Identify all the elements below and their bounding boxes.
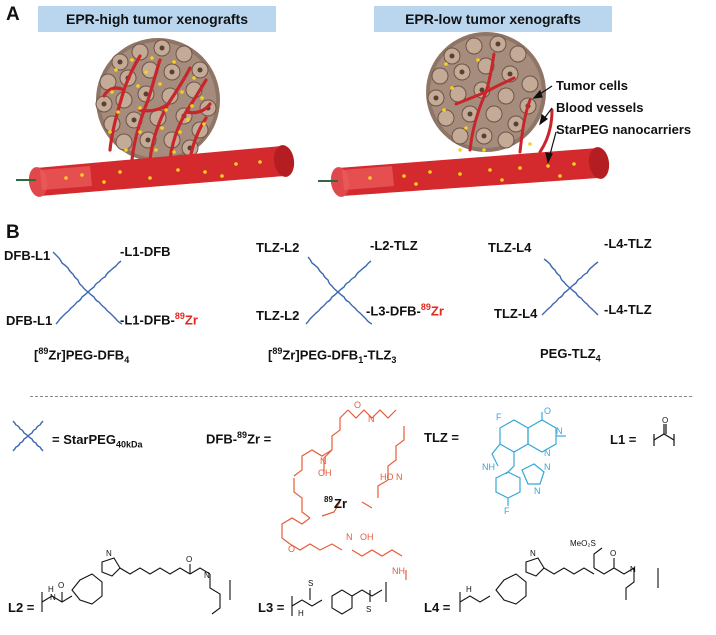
dfb-n-1: N [368, 414, 375, 424]
epr-low-main-vessel [318, 147, 610, 197]
tlz-n-3: N [544, 462, 551, 472]
divider [30, 396, 692, 397]
starpeg-icon [12, 420, 44, 452]
dfb-oh-2: OH [360, 532, 374, 542]
dfb-n-2: N [320, 456, 327, 466]
dfb-ho: HO [380, 472, 394, 482]
l2-o-1: O [58, 581, 64, 590]
star1-bottom-right: -L1-DFB-89Zr [120, 311, 198, 328]
star2-arms [305, 256, 373, 325]
star1-top-right: -L1-DFB [120, 244, 171, 259]
dfb-n-3: N [396, 472, 403, 482]
starpeg-definition: = StarPEG40kDa [52, 432, 143, 450]
legend-arrows [532, 85, 557, 164]
star1-arms [52, 251, 123, 325]
l4-o: O [610, 549, 616, 558]
star3-bottom-left: TLZ-L4 [494, 306, 538, 321]
legend-tumor-cells: Tumor cells [556, 78, 629, 93]
epr-low-title: EPR-low tumor xenografts [374, 6, 612, 32]
l3-s-1: S [308, 579, 313, 588]
tlz-n-1: N [556, 426, 563, 436]
panel-b-letter: B [6, 222, 20, 243]
star1-top-left: DFB-L1 [4, 248, 51, 263]
epr-low-vessels [454, 52, 554, 154]
legend-nanocarriers: StarPEG nanocarriers [556, 122, 692, 137]
l4-label: L4 = [424, 600, 451, 615]
l4-h: H [466, 585, 472, 594]
l4-n-1: N [530, 549, 536, 558]
l3-h: H [298, 609, 304, 618]
l1-o: O [662, 416, 668, 425]
dfb-o-1: O [354, 400, 361, 410]
epr-high-title: EPR-high tumor xenografts [38, 6, 276, 32]
l2-structure: H N O N O N [41, 549, 231, 615]
tlz-f-1: F [496, 412, 502, 422]
panel-a-letter: A [6, 4, 20, 25]
l3-s-2: S [366, 605, 371, 614]
tlz-f-2: F [504, 506, 510, 516]
star3-top-left: TLZ-L4 [488, 240, 532, 255]
star3-arms [541, 258, 599, 316]
dfb-core-symbol: Zr [334, 496, 347, 511]
l1-label: L1 = [610, 432, 637, 447]
l2-h: H [48, 585, 54, 594]
epr-high-main-vessel [16, 145, 295, 197]
tlz-n-4: N [534, 486, 541, 496]
star2-top-right: -L2-TLZ [370, 238, 418, 253]
legend-blood-vessels: Blood vessels [556, 100, 644, 115]
dfb-nh: NH [392, 566, 405, 576]
tlz-nh: NH [482, 462, 495, 472]
l2-n-1: N [50, 593, 56, 602]
star1-bottom-left: DFB-L1 [6, 313, 53, 328]
dfb-o-2: O [288, 544, 295, 554]
dfb-structure: O N N OH HO N O N OH NH 89 Zr [281, 400, 407, 580]
star2-bottom-left: TLZ-L2 [256, 308, 300, 323]
star1-caption: [89Zr]PEG-DFB4 [34, 346, 130, 365]
epr-high-nanocarriers [108, 56, 206, 154]
l4-n-2: N [630, 565, 636, 574]
dfb-core-mass: 89 [324, 495, 333, 504]
l2-label: L2 = [8, 600, 35, 615]
epr-low-illustration [318, 32, 610, 197]
dfb-n-4: N [346, 532, 353, 542]
l1-structure: O [653, 416, 675, 446]
epr-high-vessels [102, 54, 212, 162]
dfb-label: DFB-89Zr = [206, 430, 272, 447]
star2-bottom-right: -L3-DFB-89Zr [366, 302, 444, 319]
star3-caption: PEG-TLZ4 [540, 346, 601, 364]
epr-high-illustration [16, 38, 295, 197]
l3-structure: H S S [291, 579, 387, 618]
l2-o-2: O [186, 555, 192, 564]
tlz-label: TLZ = [424, 430, 460, 445]
star-arms [52, 251, 599, 325]
l2-n-3: N [204, 571, 210, 580]
tlz-n-2: N [544, 448, 551, 458]
l2-n-2: N [106, 549, 112, 558]
l4-structure: MeO₂S H N O N [459, 539, 659, 612]
tlz-o: O [544, 406, 551, 416]
star2-top-left: TLZ-L2 [256, 240, 300, 255]
l4-substituent: MeO₂S [570, 539, 596, 548]
dfb-oh-1: OH [318, 468, 332, 478]
star2-caption: [89Zr]PEG-DFB1-TLZ3 [268, 346, 397, 365]
star3-bottom-right: -L4-TLZ [604, 302, 652, 317]
star3-top-right: -L4-TLZ [604, 236, 652, 251]
tlz-structure: F O N N NH F N N [482, 406, 566, 516]
epr-low-nanocarriers [442, 58, 532, 152]
l3-label: L3 = [258, 600, 285, 615]
